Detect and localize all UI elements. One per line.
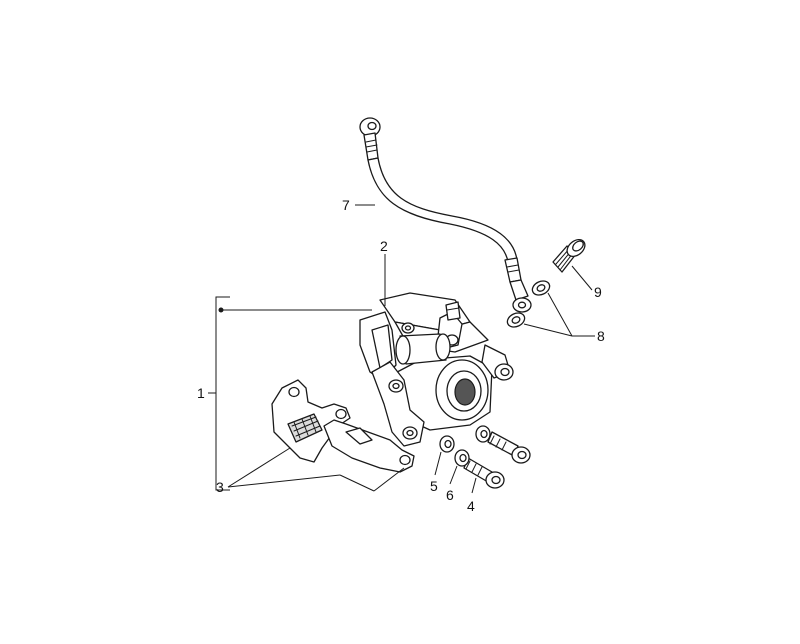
banjo-bolt (552, 238, 586, 273)
leader-lines (208, 204, 595, 494)
callout-6: 6 (446, 487, 454, 503)
caliper-mounting-screws (439, 425, 531, 489)
callout-3: 3 (216, 479, 224, 495)
callout-8: 8 (597, 328, 605, 344)
callout-5: 5 (430, 478, 438, 494)
callout-9: 9 (594, 284, 602, 300)
brake-pads (271, 379, 415, 473)
callout-7: 7 (342, 197, 350, 213)
callout-1: 1 (197, 385, 205, 401)
callout-2: 2 (380, 238, 388, 254)
callout-4: 4 (467, 498, 475, 514)
callout-labels: 1 2 3 4 5 6 7 8 9 (197, 197, 605, 514)
sealing-washers (506, 280, 551, 328)
brake-caliper-body (359, 292, 514, 447)
brake-hose (359, 117, 532, 313)
